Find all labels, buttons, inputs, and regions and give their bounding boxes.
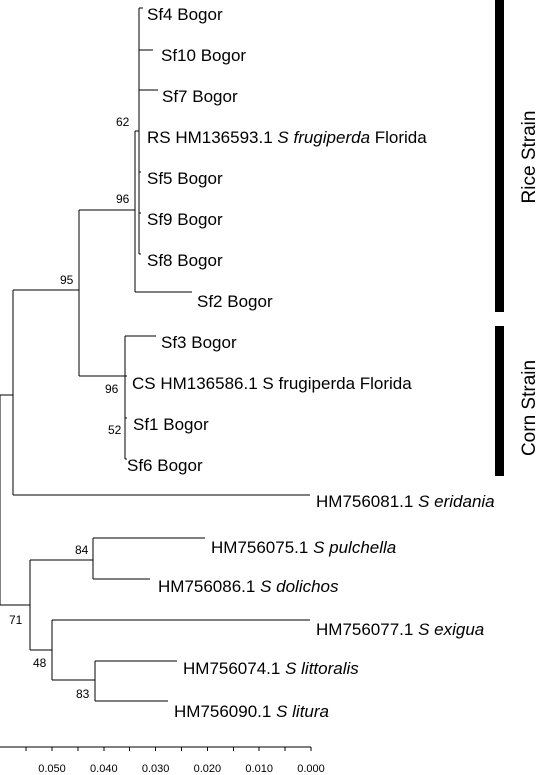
bootstrap-value: 71 (9, 613, 23, 627)
leaf-label-rs-reference: RS HM136593.1 S frugiperda Florida (147, 128, 427, 147)
scale-tick-label: 0.000 (297, 763, 325, 775)
tree-branches (0, 7, 310, 702)
scale-tick-label: 0.010 (245, 763, 273, 775)
leaf-label-sf2: Sf2 Bogor (197, 292, 273, 311)
bootstrap-value: 96 (116, 192, 130, 206)
leaf-label-pulchella: HM756075.1 S pulchella (211, 538, 396, 557)
bootstrap-value: 52 (108, 423, 122, 437)
leaf-label-sf7: Sf7 Bogor (162, 87, 238, 106)
leaf-label-sf9: Sf9 Bogor (147, 210, 223, 229)
leaf-label-sf3: Sf3 Bogor (161, 333, 237, 352)
leaf-label-sf1: Sf1 Bogor (133, 415, 209, 434)
clade-markers: Rice Strain Corn Strain (495, 0, 537, 476)
scale-axis: 0.050 0.040 0.030 0.020 0.010 0.000 (0, 746, 325, 775)
rice-strain-label: Rice Strain (519, 111, 537, 204)
corn-strain-bar (495, 326, 504, 476)
scale-tick-label: 0.040 (90, 763, 118, 775)
bootstrap-value: 95 (60, 273, 74, 287)
leaf-label-eridania: HM756081.1 S eridania (316, 492, 495, 511)
leaf-label-sf5: Sf5 Bogor (147, 169, 223, 188)
corn-strain-label: Corn Strain (519, 360, 537, 456)
leaf-labels: Sf4 Bogor Sf10 Bogor Sf7 Bogor RS HM1365… (127, 5, 495, 721)
bootstrap-value: 84 (75, 543, 89, 557)
leaf-label-sf4: Sf4 Bogor (147, 5, 223, 24)
leaf-label-sf6: Sf6 Bogor (127, 456, 203, 475)
leaf-label-sf8: Sf8 Bogor (147, 251, 223, 270)
scale-tick-label: 0.030 (142, 763, 170, 775)
leaf-label-littoralis: HM756074.1 S littoralis (183, 659, 359, 678)
bootstrap-value: 83 (76, 687, 90, 701)
leaf-label-sf10: Sf10 Bogor (161, 46, 246, 65)
scale-tick-label: 0.020 (194, 763, 222, 775)
leaf-label-exigua: HM756077.1 S exigua (316, 620, 484, 639)
leaf-label-cs-reference: CS HM136586.1 S frugiperda Florida (132, 374, 412, 393)
bootstrap-value: 48 (33, 656, 47, 670)
bootstrap-value: 62 (116, 115, 130, 129)
scale-tick-label: 0.050 (38, 763, 66, 775)
bootstrap-values: 62 96 95 96 52 84 71 48 83 (9, 115, 130, 701)
leaf-label-litura: HM756090.1 S litura (174, 702, 329, 721)
leaf-label-dolichos: HM756086.1 S dolichos (158, 577, 339, 596)
rice-strain-bar (495, 0, 504, 312)
bootstrap-value: 96 (105, 382, 119, 396)
